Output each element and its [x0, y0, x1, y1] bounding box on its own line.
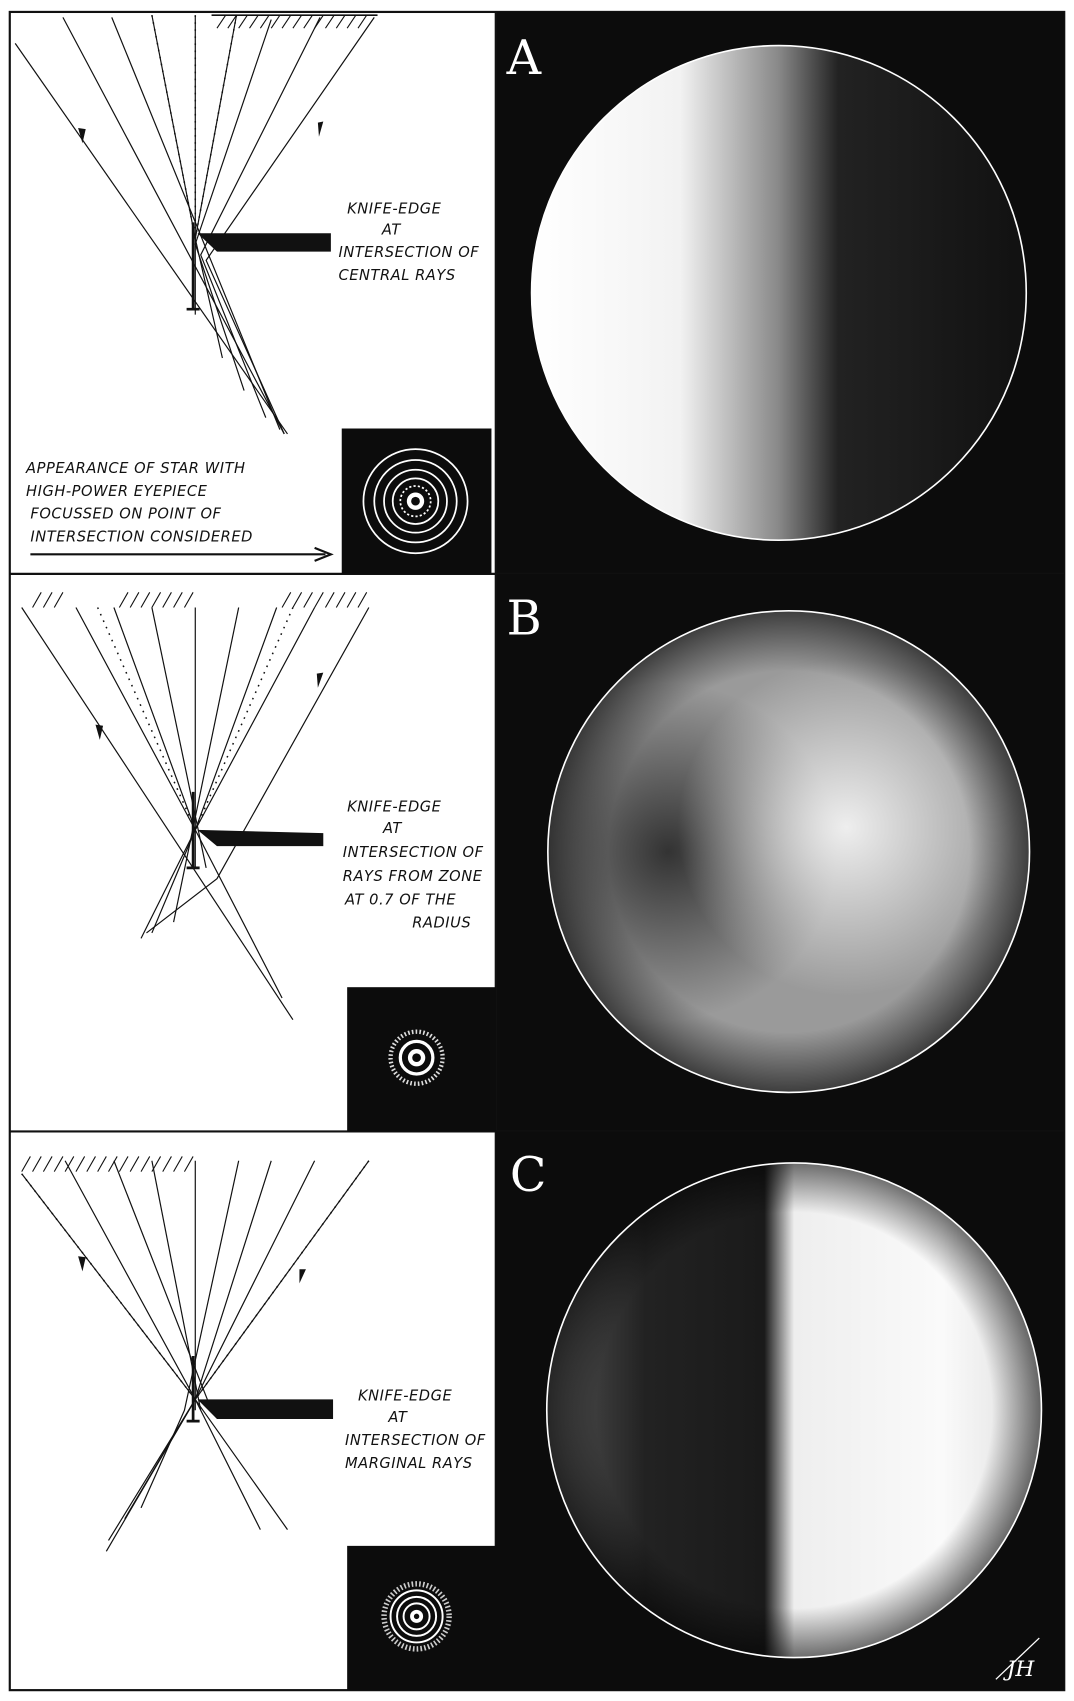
star-note-line: INTERSECTION CONSIDERED	[30, 528, 253, 545]
panel-letter: B	[507, 592, 542, 647]
arrow-icon	[95, 724, 104, 740]
ray-diagram-a	[14, 14, 378, 435]
caption-line: RADIUS	[412, 915, 471, 932]
caption-line: AT	[387, 1409, 407, 1426]
eyepiece-axis	[186, 1356, 200, 1423]
star-note-line: HIGH-POWER EYEPIECE	[26, 483, 208, 500]
star-image-c	[347, 1545, 496, 1691]
caption-line: KNIFE-EDGE	[358, 1388, 452, 1405]
panel-letter: A	[506, 31, 542, 86]
caption-c: KNIFE-EDGE AT INTERSECTION OF MARGINAL R…	[345, 1388, 486, 1472]
knife-edge	[197, 829, 324, 847]
arrow-icon	[78, 1256, 86, 1272]
caption-line: KNIFE-EDGE	[347, 798, 441, 815]
eyepiece-axis	[186, 222, 200, 311]
caption-line: INTERSECTION OF	[345, 1432, 486, 1449]
caption-line: INTERSECTION OF	[338, 244, 479, 261]
panel-c: KNIFE-EDGE AT INTERSECTION OF MARGINAL R…	[21, 1131, 1065, 1691]
star-image-a	[341, 428, 492, 574]
star-image-b	[347, 987, 496, 1132]
knife-edge	[197, 233, 331, 252]
caption-line: KNIFE-EDGE	[347, 201, 441, 218]
caption-b: KNIFE-EDGE AT INTERSECTION OF RAYS FROM …	[343, 798, 484, 932]
star-note-line: FOCUSSED ON POINT OF	[30, 506, 221, 523]
star-note: APPEARANCE OF STAR WITH HIGH-POWER EYEPI…	[25, 460, 334, 562]
panel-letter: C	[510, 1148, 547, 1203]
ray-diagram-c	[21, 1156, 370, 1552]
caption-line: AT	[382, 820, 402, 837]
mirror-image-a	[530, 44, 1028, 542]
panel-b: KNIFE-EDGE AT INTERSECTION OF RAYS FROM …	[9, 11, 1065, 1691]
caption-line: AT	[381, 221, 401, 238]
caption-line: AT 0.7 OF THE	[344, 892, 456, 909]
knife-edge	[197, 1399, 334, 1419]
caption-line: MARGINAL RAYS	[345, 1455, 473, 1472]
panel-a: KNIFE-EDGE AT INTERSECTION OF CENTRAL RA…	[9, 11, 1065, 575]
mirror-image-c	[545, 1162, 1043, 1659]
caption-line: RAYS FROM ZONE	[343, 868, 483, 885]
arrow-icon	[316, 672, 324, 688]
arrow-icon	[317, 121, 324, 137]
star-note-line: APPEARANCE OF STAR WITH	[25, 460, 246, 477]
pointer-arrow	[30, 546, 334, 562]
signature-text: JH	[1003, 1657, 1036, 1682]
caption-line: INTERSECTION OF	[343, 844, 484, 861]
eyepiece-axis	[186, 791, 200, 870]
artist-signature: JH	[995, 1637, 1040, 1682]
ray-diagram-b	[21, 592, 370, 1021]
arrow-icon	[78, 128, 86, 144]
mirror-image-b	[547, 609, 1031, 1094]
caption-a: KNIFE-EDGE AT INTERSECTION OF CENTRAL RA…	[338, 201, 479, 284]
caption-line: CENTRAL RAYS	[338, 267, 455, 284]
